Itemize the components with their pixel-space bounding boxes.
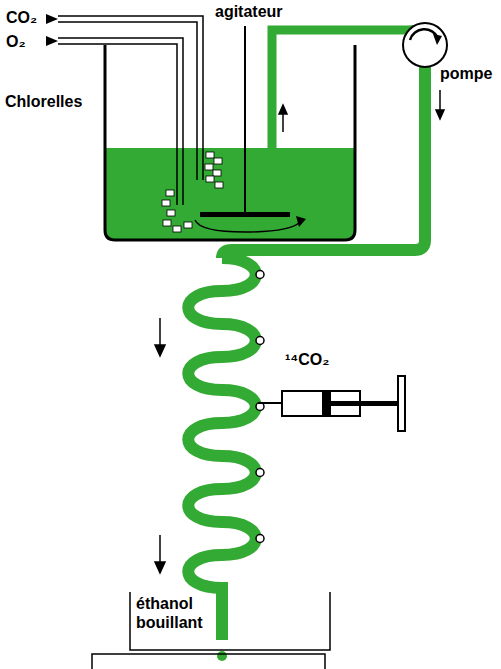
gas-label: O₂ (6, 32, 26, 51)
sampling-port (256, 535, 264, 543)
suction-tube (272, 24, 425, 195)
drop (217, 651, 227, 661)
gas-arrow (46, 36, 58, 46)
rotation-arrow (296, 216, 306, 227)
pump-arrow (433, 34, 442, 45)
sampling-port (256, 271, 264, 543)
gas-tube (58, 38, 183, 205)
pump (403, 23, 447, 67)
stirrer-shaft (244, 26, 246, 212)
gas-bubbles (162, 152, 223, 232)
flow-arrow (155, 90, 444, 573)
rotation-arrow (195, 220, 300, 232)
heater (92, 654, 325, 669)
beaker (105, 45, 355, 240)
part-label: Chlorelles (5, 92, 82, 111)
part-label: éthanol bouillant (136, 594, 200, 632)
syringe (258, 376, 405, 431)
sampling-port (256, 469, 264, 477)
part-label: pompe (440, 64, 492, 83)
gas-label: CO₂ (6, 8, 37, 27)
outlet-tube (222, 67, 425, 258)
sampling-port (256, 337, 264, 345)
part-label: agitateur (215, 2, 283, 21)
tracer-label: ¹⁴CO₂ (285, 350, 329, 369)
coiled-tube (188, 258, 256, 640)
stirrer-bar (200, 212, 290, 217)
sampling-port (256, 271, 264, 279)
gas-arrow (46, 14, 58, 24)
algae-suspension (106, 148, 354, 239)
gas-tube (58, 44, 177, 205)
ethanol-beaker (130, 592, 330, 650)
